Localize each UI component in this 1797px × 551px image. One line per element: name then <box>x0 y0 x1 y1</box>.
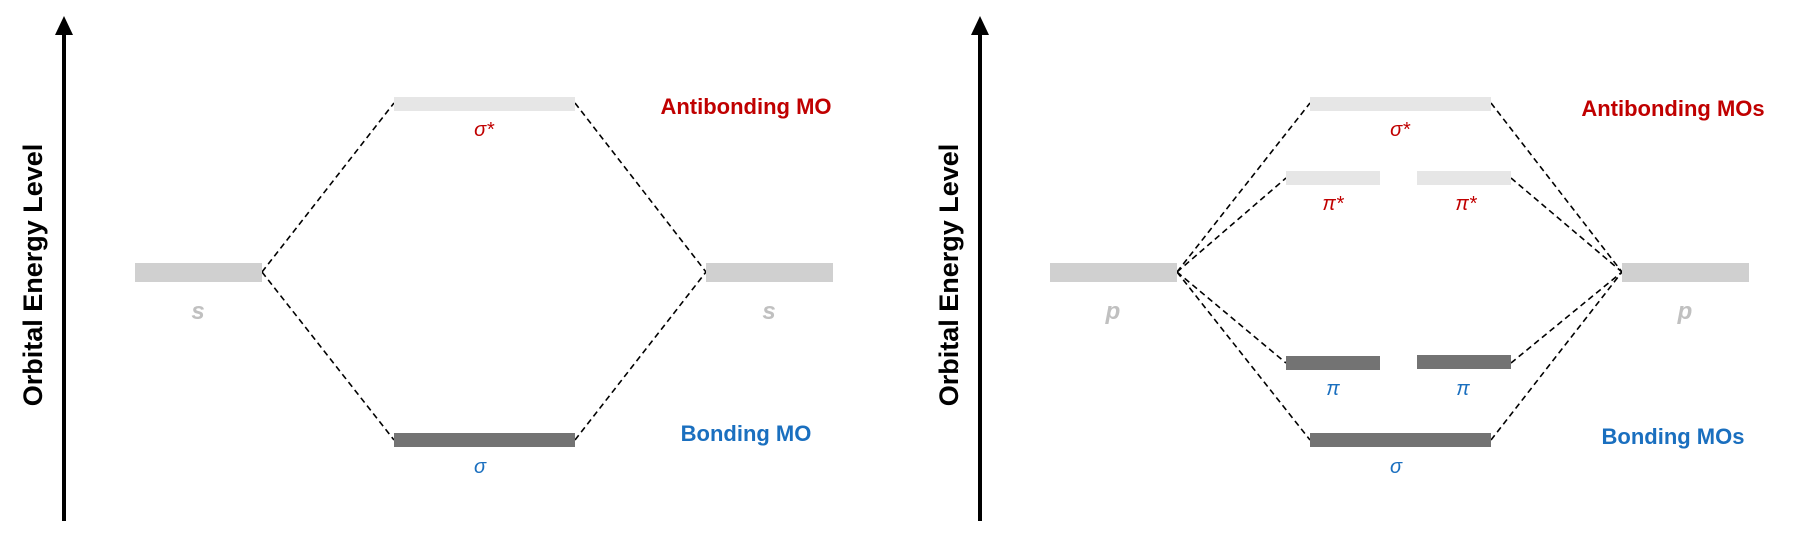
energy-axis-arrowhead <box>971 16 989 35</box>
pi-label-left: π <box>1326 378 1340 400</box>
connector-line <box>574 271 707 441</box>
connector-line <box>1176 271 1311 441</box>
left-atomic-label: p <box>1105 298 1121 325</box>
sigma-orbital <box>394 433 575 447</box>
diagram-p: Orbital Energy Level p p σ* π* π* π π σ <box>934 16 1765 521</box>
sigma-label: σ <box>1390 456 1403 478</box>
connector-line <box>1176 177 1287 273</box>
right-atomic-orbital <box>706 263 833 282</box>
sigma-star-orbital <box>394 97 575 111</box>
energy-axis-label: Orbital Energy Level <box>934 144 964 407</box>
pi-star-label-right: π* <box>1455 193 1477 215</box>
pi-star-label-left: π* <box>1322 193 1344 215</box>
left-atomic-orbital <box>1050 263 1177 282</box>
bonding-title: Bonding MO <box>681 421 812 446</box>
energy-axis-label: Orbital Energy Level <box>18 144 48 407</box>
diagram-s: Orbital Energy Level s s σ* σ Antibondin… <box>18 16 833 521</box>
pi-orbital-right <box>1417 355 1511 369</box>
pi-star-orbital-right <box>1417 171 1511 185</box>
sigma-star-orbital <box>1310 97 1491 111</box>
connector-line <box>1176 271 1287 364</box>
connector-lines <box>261 102 707 441</box>
pi-star-orbital-left <box>1286 171 1380 185</box>
connector-lines <box>1176 102 1623 441</box>
left-atomic-orbital <box>135 263 262 282</box>
energy-axis-arrowhead <box>55 16 73 35</box>
antibonding-title: Antibonding MOs <box>1581 96 1764 121</box>
pi-orbital-left <box>1286 356 1380 370</box>
connector-line <box>1490 102 1623 273</box>
connector-line <box>1490 271 1623 441</box>
right-atomic-orbital <box>1622 263 1749 282</box>
sigma-star-label: σ* <box>1390 119 1411 141</box>
connector-line <box>261 102 395 273</box>
connector-line <box>1510 271 1623 364</box>
right-atomic-label: s <box>762 298 775 325</box>
connector-line <box>261 271 395 441</box>
sigma-orbital <box>1310 433 1491 447</box>
connector-line <box>1510 177 1623 273</box>
sigma-star-label: σ* <box>474 119 495 141</box>
pi-label-right: π <box>1456 378 1470 400</box>
right-atomic-label: p <box>1677 298 1693 325</box>
connector-line <box>1176 102 1311 273</box>
left-atomic-label: s <box>191 298 204 325</box>
sigma-label: σ <box>474 456 487 478</box>
connector-line <box>574 102 707 273</box>
bonding-title: Bonding MOs <box>1602 424 1745 449</box>
antibonding-title: Antibonding MO <box>660 94 831 119</box>
